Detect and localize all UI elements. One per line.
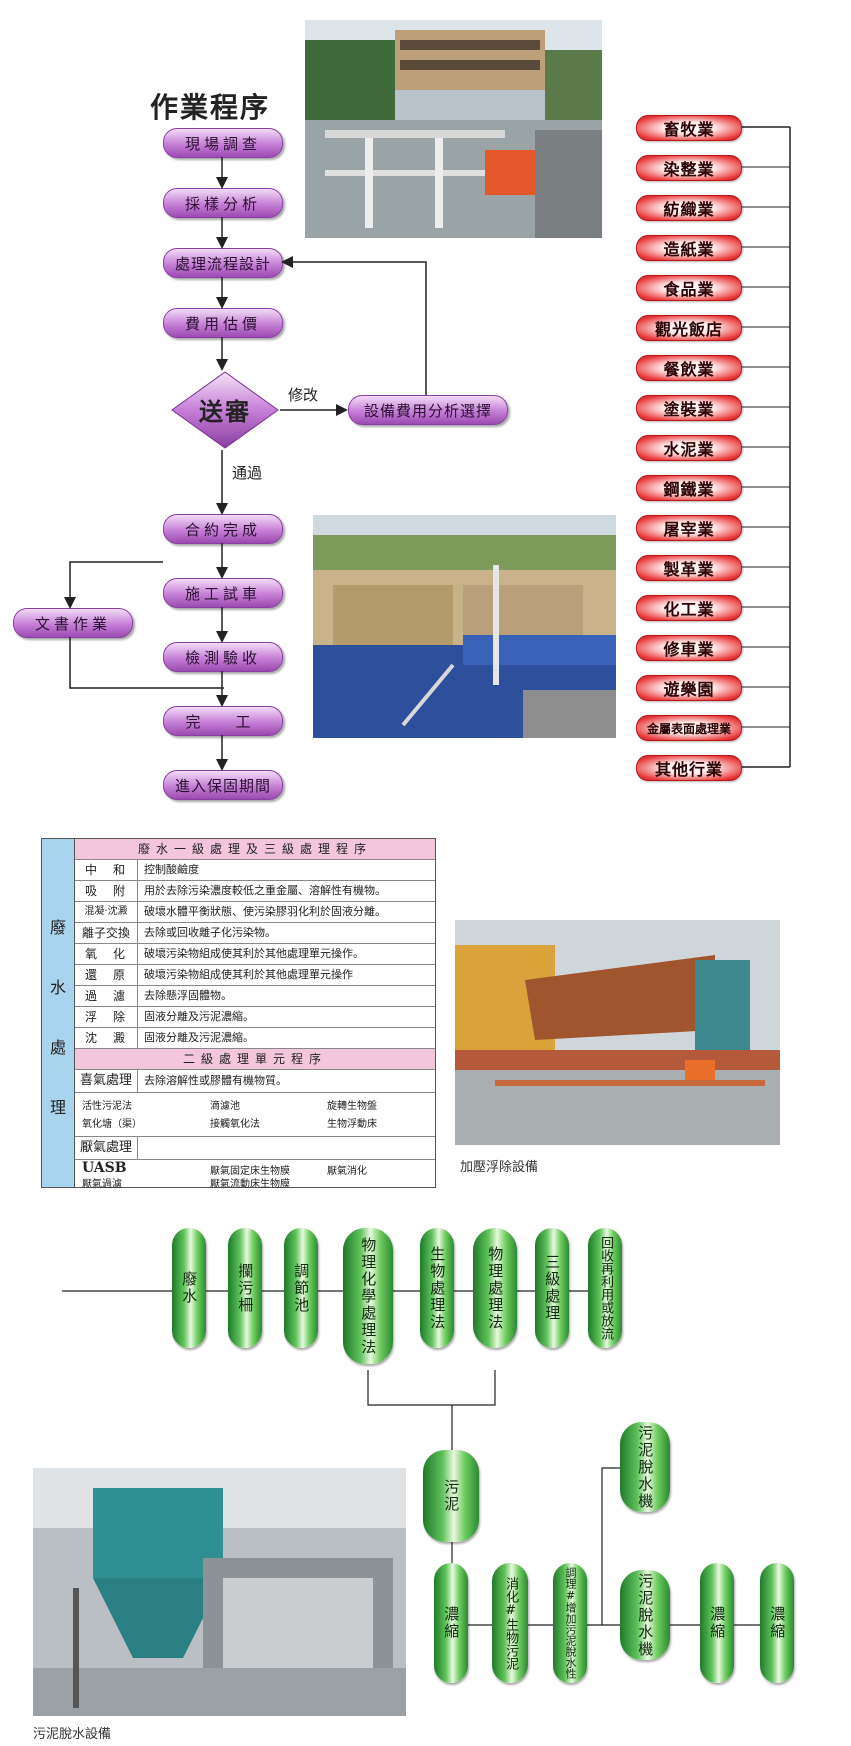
industry-item: 餐飲業 [636, 355, 742, 381]
flow-title: 作業程序 [150, 91, 271, 124]
industry-item: 屠宰業 [636, 515, 742, 541]
dewatering-caption: 污泥脫水設備 [33, 1727, 112, 1742]
flotation-equipment-photo [455, 920, 780, 1145]
treatment-plant-photo-2 [313, 515, 616, 738]
table-row: 混凝·沈澱破壞水體平衡狀態、使污染膠羽化利於固液分離。 [75, 902, 435, 923]
step-equipment-analysis: 設備費用分析選擇 [348, 395, 508, 425]
table-row-aerobic: 喜氣處理 去除溶解性或膠體有機物質。 [75, 1070, 435, 1093]
review-diamond [171, 371, 279, 449]
table-row: 浮 除固液分離及污泥濃縮。 [75, 1007, 435, 1028]
process-step-screen: 攔污柵 [228, 1228, 262, 1348]
industry-item: 畜牧業 [636, 115, 742, 141]
flotation-caption: 加壓浮除設備 [460, 1160, 539, 1175]
aerobic-methods: 活性污泥法 滴濾池 旋轉生物盤 氧化塘（渠） 接觸氧化法 生物浮動床 [82, 1101, 377, 1130]
process-step-physical: 物理處理法 [473, 1228, 517, 1348]
step-documents: 文書作業 [13, 608, 133, 638]
industry-item: 食品業 [636, 275, 742, 301]
process-step-physchem: 物理化學處理法 [343, 1228, 393, 1364]
industry-item: 鋼鐵業 [636, 475, 742, 501]
table-row: 還 原破壞污染物組成使其利於其他處理單元操作 [75, 965, 435, 986]
industry-item: 製革業 [636, 555, 742, 581]
anaerobic-methods: UASB 厭氣固定床生物膜 厭氣消化 厭氣過濾 厭氣流動床生物膜 [82, 1160, 367, 1190]
modify-label: 修改 [288, 386, 319, 404]
table-row: 沈 澱固液分離及污泥濃縮。 [75, 1028, 435, 1049]
table-header-primary: 廢水一級處理及三級處理程序 [75, 839, 435, 860]
process-step-wastewater: 廢水 [172, 1228, 206, 1348]
table-row: 中 和控制酸鹼度 [75, 860, 435, 881]
sludge-dewatering-lower: 污泥脫水機 [620, 1570, 670, 1660]
wastewater-treatment-table: 廢 水 處 理 廢水一級處理及三級處理程序 中 和控制酸鹼度 吸 附用於去除污染… [41, 838, 436, 1190]
industry-item: 金屬表面處理業 [636, 715, 742, 741]
industry-item: 紡織業 [636, 195, 742, 221]
sludge-dewatering-upper: 污泥脫水機 [620, 1422, 670, 1512]
flow-connectors [64, 126, 791, 771]
table-side-label: 廢 水 處 理 [42, 839, 75, 1187]
plant-photo-illustration [305, 20, 602, 238]
table-row: 吸 附用於去除污染濃度較低之重金屬、溶解性有機物。 [75, 881, 435, 902]
sludge-step-digestion: 消化#生物污泥 [492, 1563, 528, 1683]
industry-item: 染整業 [636, 155, 742, 181]
treatment-plant-photo-1 [305, 20, 602, 238]
step-warranty: 進入保固期間 [163, 770, 283, 800]
process-step-reuse: 回收再利用或放流 [588, 1228, 622, 1348]
step-process-design: 處理流程設計 [163, 248, 283, 278]
table-row: 氧 化破壞污染物組成使其利於其他處理單元操作。 [75, 944, 435, 965]
sludge-step-thickening-2: 濃縮 [700, 1563, 734, 1683]
dewatering-equipment-photo [33, 1468, 406, 1716]
process-step-biological: 生物處理法 [420, 1228, 454, 1348]
industry-item: 化工業 [636, 595, 742, 621]
step-inspection: 檢測驗收 [163, 642, 283, 672]
table-row-anaerobic: 厭氣處理 [75, 1137, 435, 1160]
sludge-step-thickening: 濃縮 [434, 1563, 468, 1683]
step-completion: 完 工 [163, 706, 283, 736]
industry-item: 其他行業 [636, 755, 742, 781]
dewatering-photo-illustration [33, 1468, 406, 1716]
sludge-step-conditioning: 調理#增加污泥脫水性 [553, 1563, 587, 1683]
industry-item: 水泥業 [636, 435, 742, 461]
table-header-secondary: 二級處理單元程序 [75, 1049, 435, 1070]
review-label: 送審 [199, 398, 251, 426]
industry-item: 修車業 [636, 635, 742, 661]
industry-item: 觀光飯店 [636, 315, 742, 341]
industry-item: 遊樂園 [636, 675, 742, 701]
step-sampling: 採樣分析 [163, 188, 283, 218]
sludge-step-thickening-3: 濃縮 [760, 1563, 794, 1683]
plant-photo-illustration-2 [313, 515, 616, 738]
table-divider [75, 1136, 435, 1137]
table-row: 離子交換去除或回收離子化污染物。 [75, 923, 435, 944]
flotation-photo-illustration [455, 920, 780, 1145]
step-site-survey: 現場調查 [163, 128, 283, 158]
process-step-sludge: 污泥 [423, 1450, 479, 1542]
pass-label: 通過 [232, 464, 263, 482]
step-cost-estimate: 費用估價 [163, 308, 283, 338]
process-step-tertiary: 三級處理 [535, 1228, 569, 1348]
table-row: 過 濾去除懸浮固體物。 [75, 986, 435, 1007]
industry-item: 塗裝業 [636, 395, 742, 421]
industry-item: 造紙業 [636, 235, 742, 261]
process-step-equalization: 調節池 [284, 1228, 318, 1348]
